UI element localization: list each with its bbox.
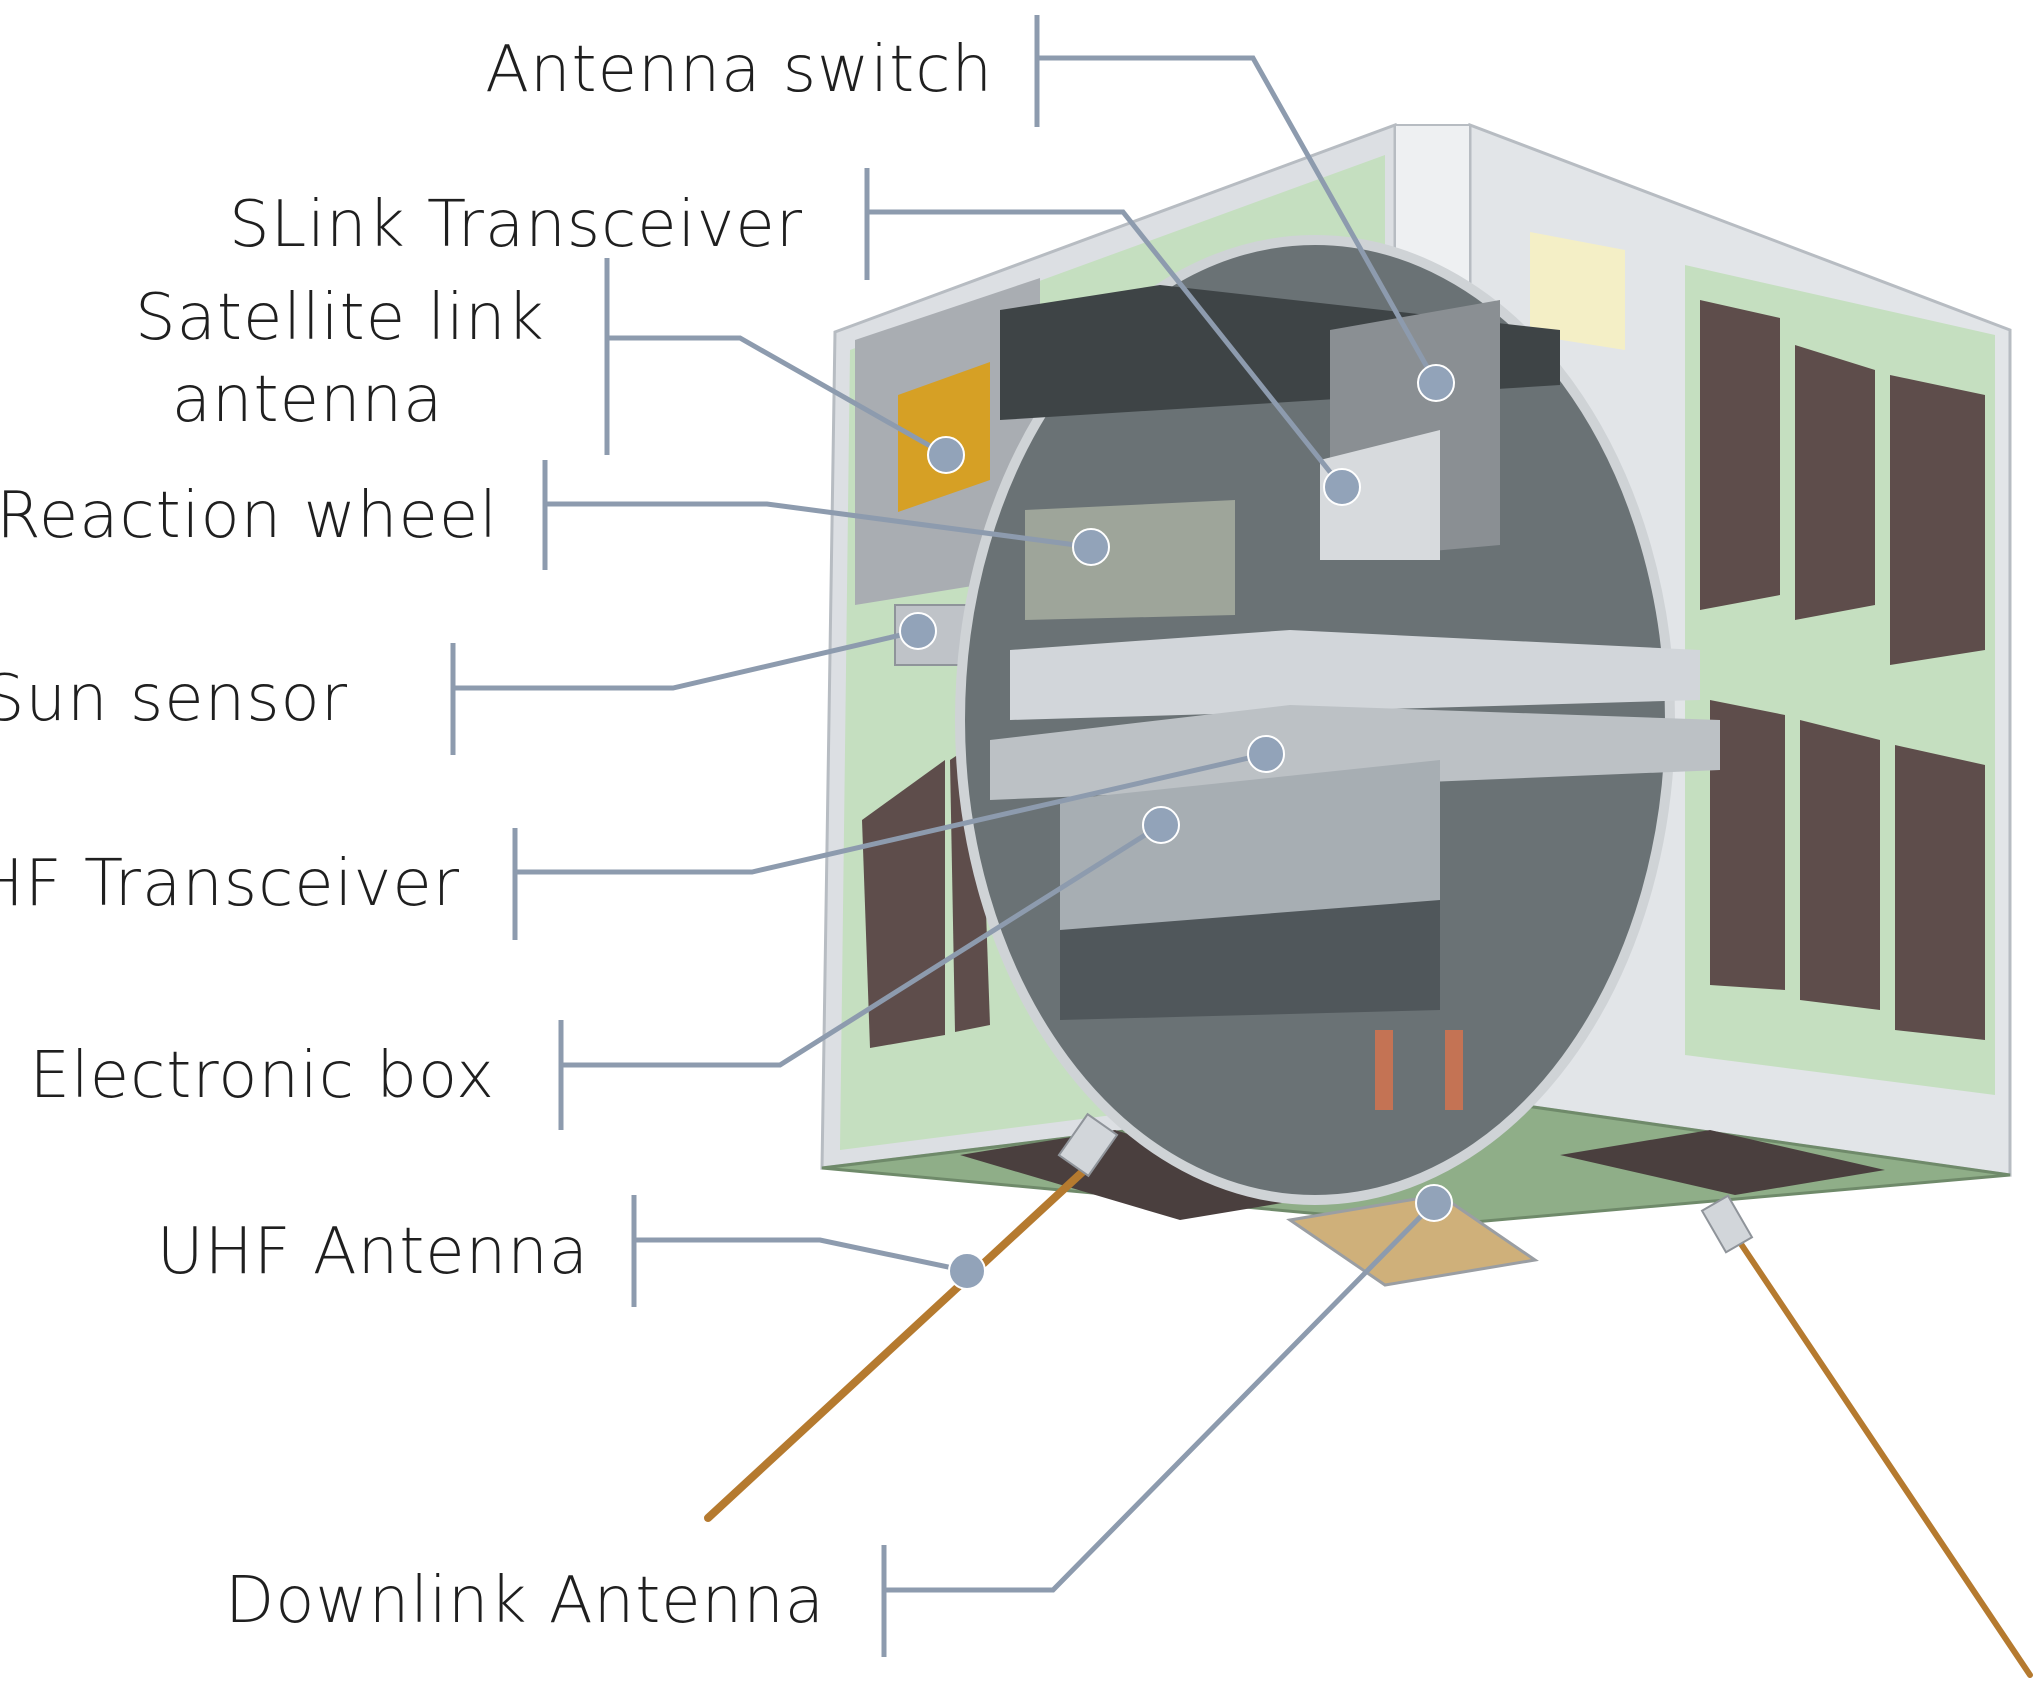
solar-cell xyxy=(1890,375,1985,665)
leader-sun-sensor xyxy=(450,628,919,755)
box-shadow xyxy=(1060,900,1440,1020)
copper-rod xyxy=(1445,1030,1463,1110)
satellite-body xyxy=(704,122,2033,1678)
leader-line-downlink-antenna xyxy=(884,1201,1436,1593)
solar-cell xyxy=(1710,700,1785,990)
solar-cell xyxy=(1560,1130,1885,1195)
leader-uhf-transceiver xyxy=(512,751,1267,940)
leader-line-satellite-link-antenna xyxy=(607,335,948,458)
dot-sun-sensor xyxy=(899,612,937,650)
dot-downlink-antenna xyxy=(1415,1184,1453,1222)
label-downlink-antenna: Downlink Antenna xyxy=(224,1564,825,1638)
downlink-plate xyxy=(1286,1193,1539,1287)
label-slink-transceiver: SLink Transceiver xyxy=(228,188,803,262)
solar-cell xyxy=(1795,345,1875,620)
leader-antenna-switch xyxy=(1034,15,1439,385)
solar-cell xyxy=(1700,300,1780,610)
leader-downlink-antenna xyxy=(881,1201,1436,1657)
leader-slink-transceiver xyxy=(864,168,1344,489)
label-electronic-box: Electronic box xyxy=(29,1039,495,1113)
dot-uhf-transceiver-top xyxy=(1247,735,1285,773)
label-satellite-link-antenna-line2: antenna xyxy=(171,363,444,437)
leader-line-electronic-box xyxy=(561,822,1163,1068)
reaction-wheel-part xyxy=(1025,500,1235,620)
dot-reaction-wheel xyxy=(1072,528,1110,566)
dot-satellite-link-antenna xyxy=(927,436,965,474)
dot-uhf-antenna xyxy=(948,1252,986,1290)
solar-cell xyxy=(960,1130,1330,1220)
dot-slink-transceiver xyxy=(1323,468,1361,506)
dot-uhf-transceiver xyxy=(1142,806,1180,844)
solar-cell xyxy=(1895,745,1985,1040)
uhf-antenna-rod xyxy=(1732,1232,2033,1678)
dots xyxy=(899,364,1455,1290)
dot-antenna-switch xyxy=(1417,364,1455,402)
leader-line-uhf-transceiver xyxy=(515,751,1267,875)
label-satellite-link-antenna-line1: Satellite link xyxy=(135,281,545,355)
leaders xyxy=(450,15,1439,1657)
leader-line-antenna-switch xyxy=(1037,55,1439,385)
solar-cell xyxy=(1800,720,1880,1010)
label-sun-sensor: Sun sensor xyxy=(0,662,348,736)
label-reaction-wheel: Reaction wheel xyxy=(0,479,498,553)
leader-line-sun-sensor xyxy=(453,628,919,691)
top-right-patch xyxy=(1530,232,1625,350)
slink-block xyxy=(1320,430,1440,560)
antenna-hinge xyxy=(1057,1112,1119,1178)
leader-reaction-wheel xyxy=(542,460,1092,570)
leader-uhf-antenna xyxy=(631,1195,968,1307)
leader-satellite-link-antenna xyxy=(604,258,948,458)
upper-deck xyxy=(1010,630,1700,720)
label-uhf-antenna: UHF Antenna xyxy=(156,1215,589,1289)
label-uhf-transceiver: UHF Transceiver xyxy=(0,847,460,921)
leader-line-slink-transceiver xyxy=(867,209,1344,489)
copper-rod xyxy=(1375,1030,1393,1110)
uhf-antenna-rod xyxy=(704,1161,1094,1522)
antenna-hinge xyxy=(1700,1194,1754,1254)
label-antenna-switch: Antenna switch xyxy=(485,33,993,107)
leader-electronic-box xyxy=(558,822,1163,1130)
leader-line-reaction-wheel xyxy=(545,501,1092,550)
leader-line-uhf-antenna xyxy=(634,1237,968,1274)
